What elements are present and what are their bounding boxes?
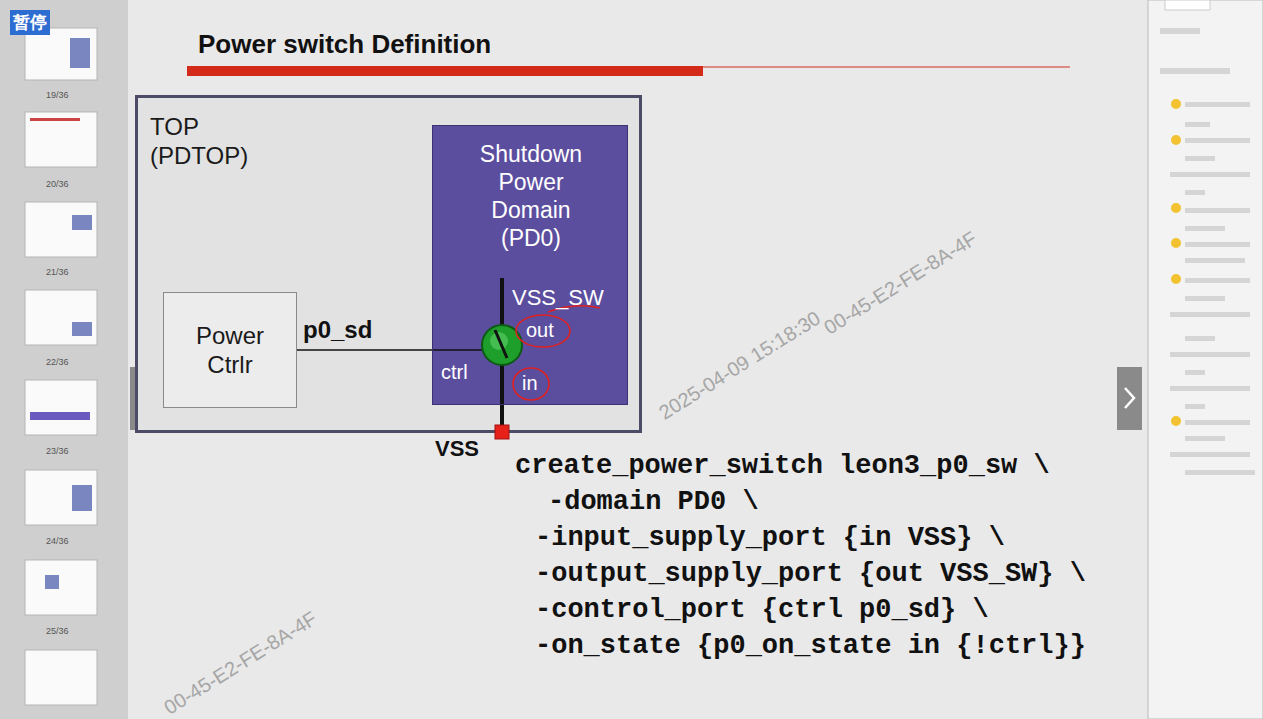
code-line: create_power_switch leon3_p0_sw \ [515, 451, 1050, 481]
thumbnail-details [30, 38, 92, 589]
status-badge: 暂停 [10, 10, 50, 35]
title-underline [187, 66, 703, 76]
node-text: Shutdown Power Domain (PD0) [466, 140, 596, 252]
signal-wire [297, 349, 432, 351]
red-mark [516, 315, 570, 347]
port-name: VSS_SW [512, 285, 604, 311]
signal-name: p0_sd [303, 316, 372, 344]
code-line: -output_supply_port {out VSS_SW} \ [535, 559, 1086, 589]
node-text: Power Ctrlr [180, 321, 280, 380]
node-text: TOP (PDTOP) [150, 112, 270, 171]
control-wire [433, 349, 483, 351]
pin-name: in [522, 372, 538, 395]
code-line: -input_supply_port {in VSS} \ [535, 523, 1005, 553]
slide-number: 19/36 [46, 90, 69, 100]
slide-number: 21/36 [46, 267, 69, 277]
slide-number: 24/36 [46, 536, 69, 546]
slide-number: 23/36 [46, 446, 69, 456]
vss-pad [495, 425, 509, 439]
slide-number: 22/36 [46, 357, 69, 367]
code-line: -domain PD0 \ [548, 487, 759, 517]
code-line: -on_state {p0_on_state in {!ctrl}} [535, 631, 1086, 661]
slide-number: 20/36 [46, 179, 69, 189]
pin-name: ctrl [441, 361, 468, 384]
slide-thumbnails [25, 28, 97, 705]
controller-box: Power Ctrlr [163, 292, 297, 408]
switch-circle [482, 325, 522, 365]
switch-blade [495, 330, 507, 358]
slide-number: 25/36 [46, 626, 69, 636]
thumbnail-strip [0, 0, 128, 719]
next-button [1117, 367, 1142, 430]
power-domain-box: TOP (PDTOP) Power Ctrlr Shutdown Power Dom… [135, 95, 642, 433]
chat-lines [1160, 28, 1255, 475]
slide-title: Power switch Definition [198, 29, 491, 60]
chat-panel [1148, 0, 1263, 719]
code-line: -control_port {ctrl p0_sd} \ [535, 595, 989, 625]
chat-avatars [1171, 99, 1181, 426]
port-name: VSS [435, 436, 479, 462]
pin-name: out [526, 319, 554, 342]
red-mark [513, 368, 549, 400]
